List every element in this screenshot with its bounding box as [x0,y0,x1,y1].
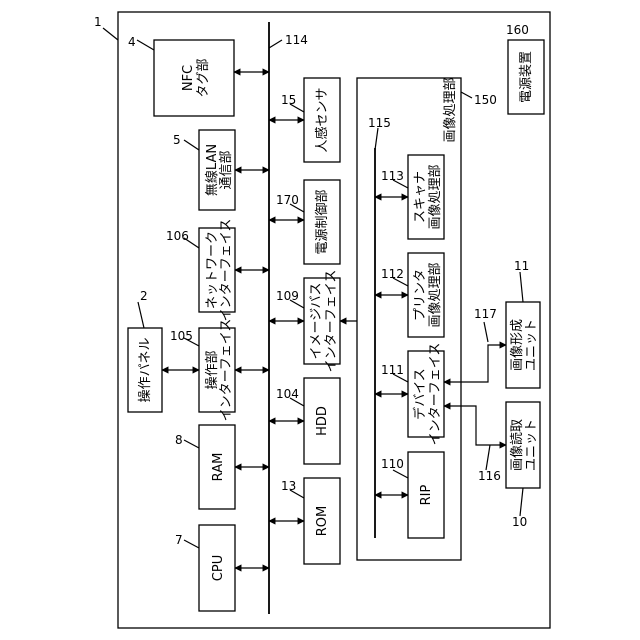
wlan-label-2: 通信部 [219,150,234,189]
ref-label-panel: 2 [140,289,148,303]
img-bus-if-label-1: イメージバス [309,283,324,360]
power-ctrl-label: 電源制御部 [315,189,330,254]
ref-label-sensor: 15 [281,93,296,107]
ref-label-device: 1 [94,15,102,29]
ref-label-print-unit: 11 [514,259,529,273]
net-if-label-1: ネットワーク [205,231,220,309]
ref-label-scanner-img: 113 [381,169,404,183]
print-unit-label-1: 画像形成 [510,319,525,371]
rip-label: RIP [419,484,434,505]
panel-label: 操作パネル [137,337,153,402]
print-unit-label-2: ユニット [524,319,539,371]
printer-img-label-1: プリンタ [413,269,428,321]
ref-device: 1 [94,15,118,40]
nfc-label-1: NFC [181,65,196,91]
ref-label-ram: 8 [175,433,183,447]
ref-label-net-if: 106 [166,229,189,243]
nfc-label-2: タグ部 [196,58,211,97]
dev-if-label-2: インターフェイス [428,343,443,446]
op-if-label-2: インターフェイス [219,319,234,422]
wlan-label-1: 無線LAN [204,144,220,196]
ref-label-form-line: 117 [474,307,497,321]
ref-label-rom: 13 [281,479,296,493]
ref-label-scan-unit: 10 [512,515,527,529]
ref-label-power-ctrl: 170 [276,193,299,207]
ref-label-nfc: 4 [128,35,136,49]
ref-label-read-line: 116 [478,469,501,483]
ref-label-wlan: 5 [173,133,181,147]
img-proc-label: 画像処理部 [443,77,458,142]
net-if-label-2: インターフェイス [219,219,234,322]
ref-label-hdd: 104 [276,387,299,401]
op-if-label-1: 操作部 [204,350,220,389]
ref-label-img-bus: 115 [368,116,391,130]
ram-label: RAM [211,453,226,482]
scanner-img-label-1: スキャナ [413,171,428,223]
ref-label-power-dev: 160 [506,23,529,37]
img-bus-if-label-2: インターフェイス [324,270,339,373]
ref-label-img-bus-if: 109 [276,289,299,303]
ref-label-dev-if: 111 [381,363,404,377]
dev-if-label-1: デバイス [412,368,428,420]
ref-label-op-if: 105 [170,329,193,343]
scan-unit-label-1: 画像読取 [509,419,525,471]
sensor-label: 人感センサ [314,87,330,152]
scan-unit-label-2: ユニット [524,419,539,471]
power-dev-label: 電源装置 [519,51,534,103]
rom-label: ROM [315,506,330,536]
ref-label-rip: 110 [381,457,404,471]
hdd-label: HDD [315,406,330,436]
scanner-img-label-2: 画像処理部 [428,164,443,229]
ref-label-cpu: 7 [175,533,183,547]
printer-img-label-2: 画像処理部 [428,262,443,327]
ref-label-printer-img: 112 [381,267,404,281]
cpu-label: CPU [211,555,226,581]
ref-label-main-bus: 114 [285,33,308,47]
ref-label-img-proc: 150 [474,93,497,107]
